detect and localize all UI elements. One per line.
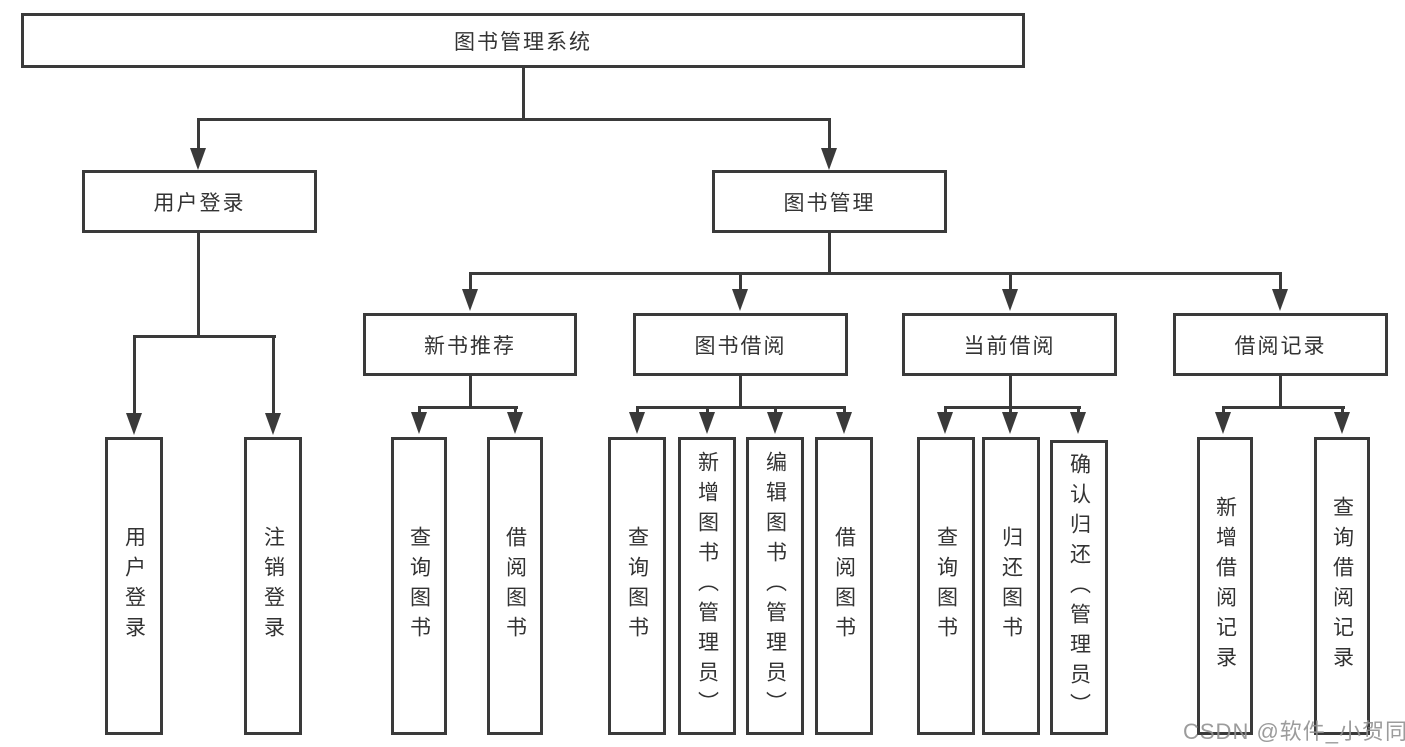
arrow-down-icon xyxy=(732,289,748,311)
connector-line xyxy=(197,118,200,150)
arrow-down-icon xyxy=(629,412,645,434)
connector-line xyxy=(1077,406,1080,416)
leaf-cb-query-books: 查询图书 xyxy=(917,437,975,735)
connector-line xyxy=(706,406,709,416)
leaf-label: 用户登录 xyxy=(122,526,146,646)
connector-line xyxy=(133,335,136,415)
connector-line xyxy=(636,406,846,409)
connector-line xyxy=(418,406,421,416)
leaf-label: 新增图书（管理员） xyxy=(695,451,719,721)
arrow-down-icon xyxy=(411,412,427,434)
leaf-rec-borrow-books: 借阅图书 xyxy=(487,437,543,735)
arrow-down-icon xyxy=(821,148,837,170)
arrow-down-icon xyxy=(462,289,478,311)
connector-line xyxy=(739,272,742,292)
node-book-management: 图书管理 xyxy=(712,170,947,233)
connector-line xyxy=(1279,374,1282,407)
arrow-down-icon xyxy=(1070,412,1086,434)
arrow-down-icon xyxy=(699,412,715,434)
connector-line xyxy=(774,406,777,416)
arrow-down-icon xyxy=(190,148,206,170)
leaf-logout: 注销登录 xyxy=(244,437,302,735)
connector-line xyxy=(272,335,275,415)
leaf-label: 查询图书 xyxy=(934,526,958,646)
connector-line xyxy=(1009,374,1012,407)
connector-line xyxy=(1279,272,1282,292)
arrow-down-icon xyxy=(1272,289,1288,311)
connector-line xyxy=(1341,406,1344,416)
arrow-down-icon xyxy=(1002,412,1018,434)
arrow-down-icon xyxy=(767,412,783,434)
leaf-bb-add-books-admin: 新增图书（管理员） xyxy=(678,437,736,735)
node-library-system: 图书管理系统 xyxy=(21,13,1025,68)
connector-line xyxy=(1009,406,1012,416)
connector-line xyxy=(469,374,472,407)
connector-line xyxy=(1222,406,1225,416)
leaf-bb-borrow-books: 借阅图书 xyxy=(815,437,873,735)
connector-line xyxy=(944,406,947,416)
connector-line xyxy=(197,118,831,121)
arrow-down-icon xyxy=(836,412,852,434)
leaf-label: 查询图书 xyxy=(407,526,431,646)
connector-line xyxy=(469,272,472,292)
node-book-borrow: 图书借阅 xyxy=(633,313,848,376)
leaf-label: 归还图书 xyxy=(999,526,1023,646)
watermark: CSDN @软件_小贺同学 xyxy=(1183,719,1405,744)
connector-line xyxy=(133,335,276,338)
leaf-rec-query-books: 查询图书 xyxy=(391,437,447,735)
leaf-br-add-record: 新增借阅记录 xyxy=(1197,437,1253,735)
node-label: 图书管理系统 xyxy=(454,30,592,54)
connector-line xyxy=(1222,406,1345,409)
connector-line xyxy=(944,406,1081,409)
arrow-down-icon xyxy=(1334,412,1350,434)
connector-line xyxy=(469,272,1282,275)
leaf-cb-return-books: 归还图书 xyxy=(982,437,1040,735)
node-label: 用户登录 xyxy=(153,191,246,215)
connector-line xyxy=(636,406,639,416)
connector-line xyxy=(843,406,846,416)
leaf-br-query-record: 查询借阅记录 xyxy=(1314,437,1370,735)
leaf-cb-confirm-return-admin: 确认归还（管理员） xyxy=(1050,440,1108,735)
node-label: 当前借阅 xyxy=(963,334,1056,358)
node-label: 图书管理 xyxy=(783,191,876,215)
node-label: 借阅记录 xyxy=(1234,334,1327,358)
leaf-label: 确认归还（管理员） xyxy=(1067,452,1091,723)
connector-line xyxy=(1009,272,1012,292)
leaf-label: 注销登录 xyxy=(261,526,285,646)
node-user-login: 用户登录 xyxy=(82,170,317,233)
leaf-label: 借阅图书 xyxy=(503,526,527,646)
node-borrow-records: 借阅记录 xyxy=(1173,313,1388,376)
leaf-bb-query-books: 查询图书 xyxy=(608,437,666,735)
arrow-down-icon xyxy=(507,412,523,434)
arrow-down-icon xyxy=(126,413,142,435)
leaf-label: 新增借阅记录 xyxy=(1213,496,1237,676)
connector-line xyxy=(514,406,517,416)
node-label: 新书推荐 xyxy=(424,334,516,358)
leaf-label: 查询借阅记录 xyxy=(1330,496,1354,676)
connector-line xyxy=(197,232,200,337)
connector-line xyxy=(828,232,831,274)
node-label: 图书借阅 xyxy=(694,334,787,358)
arrow-down-icon xyxy=(265,413,281,435)
node-current-borrow: 当前借阅 xyxy=(902,313,1117,376)
connector-line xyxy=(739,374,742,407)
connector-line xyxy=(828,118,831,150)
leaf-bb-edit-books-admin: 编辑图书（管理员） xyxy=(746,437,804,735)
node-new-book-recommend: 新书推荐 xyxy=(363,313,577,376)
leaf-label: 编辑图书（管理员） xyxy=(763,451,787,721)
leaf-label: 查询图书 xyxy=(625,526,649,646)
arrow-down-icon xyxy=(1215,412,1231,434)
arrow-down-icon xyxy=(1002,289,1018,311)
connector-line xyxy=(418,406,518,409)
leaf-user-login: 用户登录 xyxy=(105,437,163,735)
arrow-down-icon xyxy=(937,412,953,434)
connector-line xyxy=(522,68,525,120)
leaf-label: 借阅图书 xyxy=(832,526,856,646)
